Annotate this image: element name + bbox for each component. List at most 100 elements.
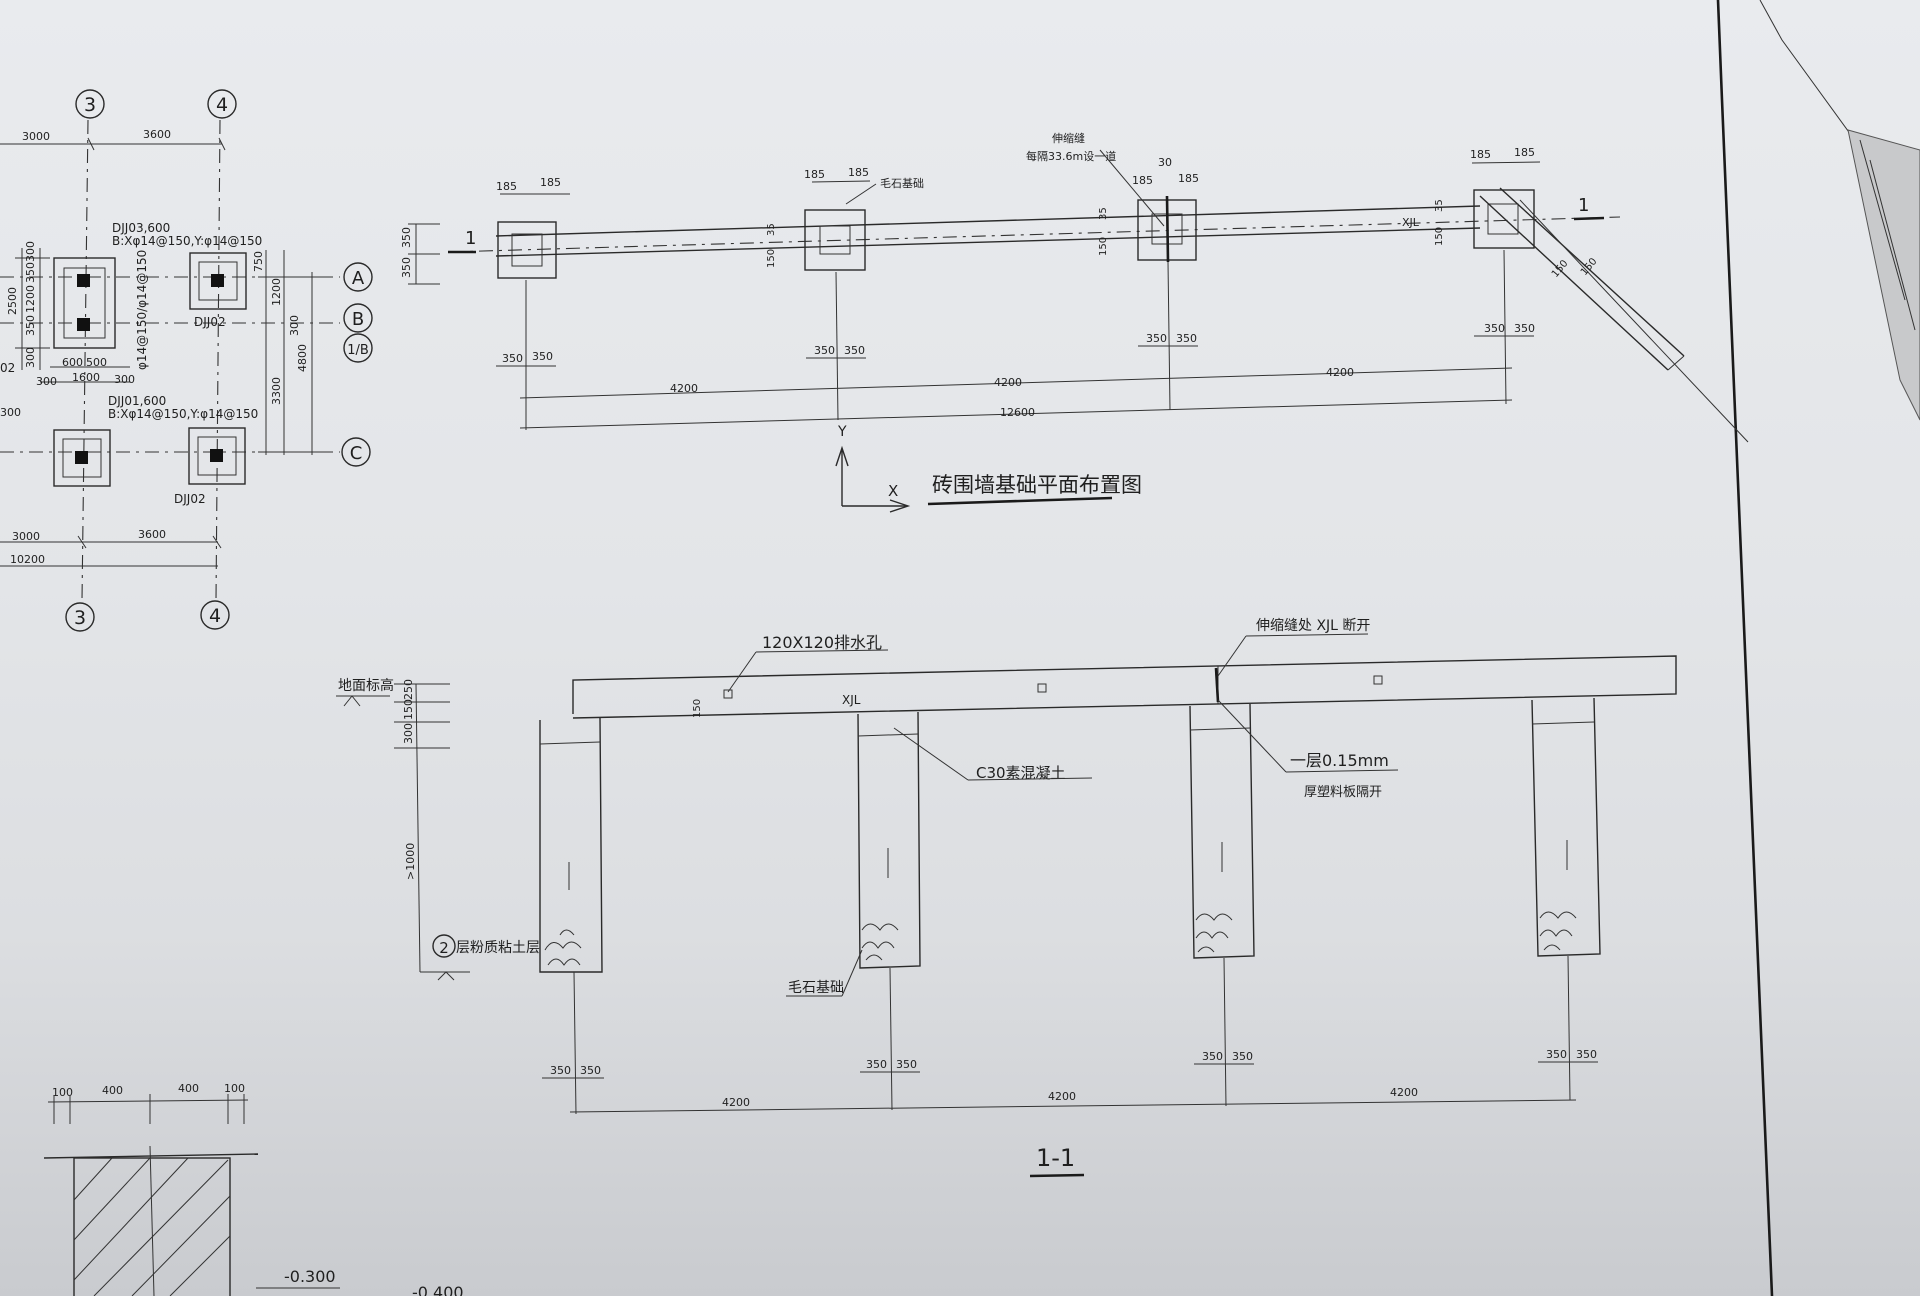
footing-detail: 100 400 400 100 -0.300 -0.400	[43, 1082, 464, 1296]
dim-under-300b: 300	[114, 373, 135, 386]
plan-dim-150-4: 150	[1434, 227, 1445, 246]
dim-side-1200: 1200	[270, 278, 283, 306]
svg-text:350: 350	[1484, 322, 1505, 335]
label-frag-300: 300	[0, 406, 21, 419]
section-joint-note: 伸缩缝处 XJL 断开	[1256, 618, 1370, 634]
label-djj01-rebar: B:Xφ14@150,Y:φ14@150	[108, 407, 258, 421]
axis-x-label: X	[888, 482, 898, 500]
svg-text:2: 2	[439, 939, 449, 957]
wall-foundation-plan: 1 1 350 350 185 185 185 185 185 185 30 1…	[400, 131, 1749, 513]
svg-text:1/B: 1/B	[347, 343, 369, 358]
plan-dim-30: 30	[1158, 156, 1172, 169]
plan-dim-350b: 350	[400, 257, 413, 278]
plan-beam-label: XJL	[1402, 216, 1420, 229]
plan-expansion-joint: 伸缩缝	[1052, 131, 1085, 145]
detail-dim-400a: 400	[102, 1084, 123, 1097]
dim-side-4800: 4800	[296, 344, 309, 372]
plan-dim-35-3: 35	[1098, 207, 1109, 220]
dim-left-1200: 1200	[24, 285, 37, 313]
plan-dim-150-diag2: 150	[1579, 256, 1600, 278]
dim-top-3000: 3000	[22, 130, 50, 143]
plan-dim-185-3a: 185	[1132, 174, 1153, 187]
dim-bottom-3600: 3600	[138, 528, 166, 541]
axis-marker-4-top: 4	[207, 89, 237, 119]
section-title: 1-1	[1036, 1144, 1075, 1172]
plan-span-1: 4200	[670, 382, 698, 395]
svg-text:350: 350	[896, 1058, 917, 1071]
drain-hole-3	[1373, 675, 1383, 685]
detail-dim-400b: 400	[178, 1082, 199, 1095]
plan-dim-185-4b: 185	[1514, 146, 1535, 159]
plan-total-12600: 12600	[1000, 406, 1035, 419]
section-span-2: 4200	[1048, 1090, 1076, 1103]
plan-title: 砖围墙基础平面布置图	[932, 473, 1142, 497]
label-djj03-rebar: B:Xφ14@150,Y:φ14@150	[112, 234, 262, 248]
plan-dim-150-3: 150	[1098, 237, 1109, 256]
plan-span-3: 4200	[1326, 366, 1354, 379]
section-beam-label: XJL	[842, 693, 861, 707]
axis-marker-3-bottom: 3	[65, 602, 95, 632]
sheet-frame	[1716, 0, 1920, 1296]
svg-text:350: 350	[1514, 322, 1535, 335]
detail-dim-100b: 100	[224, 1082, 245, 1095]
section-span-3: 4200	[1390, 1086, 1418, 1099]
plan-dim-185-1b: 185	[540, 176, 561, 189]
dim-top-3600: 3600	[143, 128, 171, 141]
axis-marker-4-bottom: 4	[200, 600, 230, 630]
svg-text:350: 350	[502, 352, 523, 365]
svg-text:350: 350	[532, 350, 553, 363]
dim-left-350a: 350	[24, 262, 37, 283]
plan-span-2: 4200	[994, 376, 1022, 389]
axis-marker-1-B: 1/B	[343, 333, 373, 363]
drain-hole-2	[1037, 683, 1047, 693]
section-pier-1	[539, 717, 603, 973]
plan-dim-350a: 350	[400, 227, 413, 248]
section-ground-label: 地面标高	[338, 677, 394, 694]
svg-text:350: 350	[550, 1064, 571, 1077]
section-rubble-label: 毛石基础	[788, 979, 844, 996]
svg-text:350: 350	[1546, 1048, 1567, 1061]
section-concrete-label: C30素混凝土	[976, 764, 1066, 782]
dim-left-300b: 300	[24, 347, 37, 368]
svg-text:3: 3	[74, 607, 86, 629]
plan-dim-185-3b: 185	[1178, 172, 1199, 185]
svg-text:350: 350	[580, 1064, 601, 1077]
detail-dim-100a: 100	[52, 1086, 73, 1099]
dim-left-300a: 300	[24, 241, 37, 262]
section-1-1: 120X120排水孔 伸缩缝处 XJL 断开 XJL C30素混凝土 一层0.1…	[336, 618, 1677, 1178]
dim-left-2500: 2500	[6, 287, 19, 315]
svg-text:350: 350	[1176, 332, 1197, 345]
section-pier-4	[1531, 697, 1601, 957]
svg-text:350: 350	[1146, 332, 1167, 345]
plan-footing-3	[1137, 195, 1197, 263]
label-vertical-rebar: φ14@150/φ14@150	[135, 250, 149, 370]
svg-text:A: A	[352, 268, 365, 289]
dim-under-1600: 1600	[72, 371, 100, 384]
section-span-1: 4200	[722, 1096, 750, 1109]
section-dim-gt1000: >1000	[404, 843, 417, 880]
plan-dim-35-4: 35	[1434, 199, 1445, 212]
section-plastic-2: 厚塑料板隔开	[1304, 785, 1382, 800]
section-pier-3	[1189, 703, 1255, 959]
svg-text:4: 4	[209, 605, 221, 627]
axis-marker-A: A	[343, 262, 373, 292]
label-djj02-mid: DJJ02	[194, 315, 226, 329]
plan-expansion-note: 每隔33.6m设一道	[1026, 149, 1116, 163]
plan-dim-185-4a: 185	[1470, 148, 1491, 161]
section-dim-150-beam: 150	[692, 699, 703, 718]
section-mark-right: 1	[1578, 195, 1589, 216]
footing-top-right	[189, 252, 247, 310]
dim-side-750: 750	[252, 251, 265, 272]
section-soil-label: 层粉质粘土层	[456, 940, 540, 956]
svg-text:350: 350	[1202, 1050, 1223, 1063]
axis-marker-3-top: 3	[75, 89, 105, 119]
section-dims-350: 350 350 350 350 350 350 350 350	[542, 1048, 1598, 1079]
svg-text:350: 350	[814, 344, 835, 357]
svg-text:350: 350	[1232, 1050, 1253, 1063]
left-foundation-plan: 3 4 3000 3600	[0, 89, 373, 632]
svg-text:C: C	[350, 443, 363, 464]
dim-left-350b: 350	[24, 315, 37, 336]
section-mark-left: 1	[465, 228, 476, 249]
